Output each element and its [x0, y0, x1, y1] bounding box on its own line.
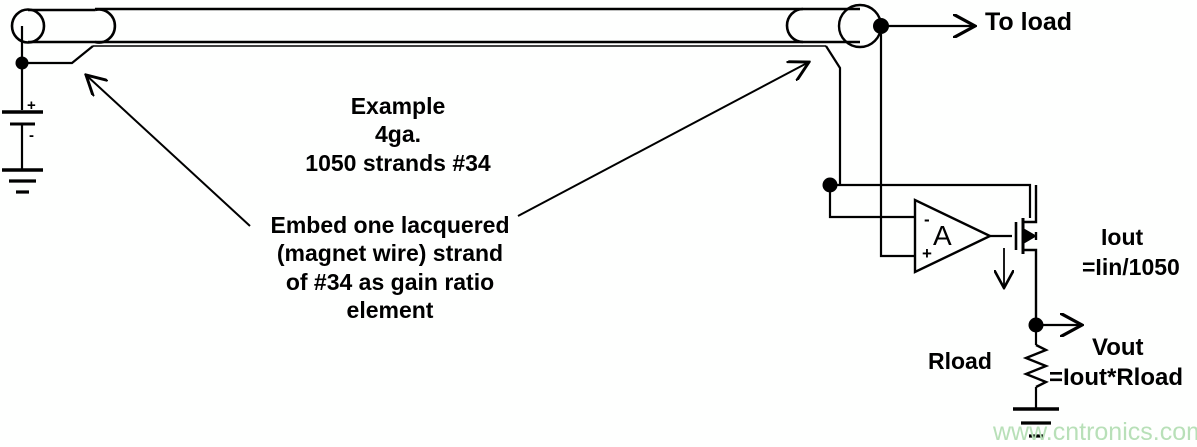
- callout-arrows: [86, 62, 809, 227]
- opamp-gain-label: A: [933, 220, 952, 251]
- iout-label-line2: =Iin/1050: [1082, 254, 1180, 280]
- mosfet-symbol: [1014, 185, 1038, 325]
- opamp-minus-label: -: [924, 210, 930, 229]
- junction-dot-strand: [822, 177, 838, 193]
- battery-minus-label: -: [29, 127, 34, 144]
- junction-dot-vout: [1028, 317, 1044, 333]
- junction-dot-source: [15, 56, 29, 70]
- rload-label: Rload: [928, 348, 992, 374]
- sense-strand-wire: [22, 45, 842, 185]
- rload-branch: [1013, 317, 1082, 438]
- note-label-line4: element: [346, 297, 434, 323]
- vout-label-line1: Vout: [1092, 334, 1144, 361]
- note-label-line3: of #34 as gain ratio: [285, 269, 495, 295]
- cable-right-end-cylinder: [785, 3, 883, 49]
- to-load-label: To load: [985, 8, 1073, 36]
- arrow-to-strand-right: [517, 62, 809, 217]
- watermark-label: www.cntronics.com: [993, 418, 1197, 446]
- opamp-plus-label: +: [922, 244, 932, 263]
- note-label-line2: (magnet wire) strand: [276, 240, 504, 266]
- junction-dot-to-load: [873, 18, 889, 34]
- cable-body: [95, 7, 803, 44]
- example-label-line1: Example: [350, 93, 446, 119]
- battery-plus-label: +: [27, 97, 36, 114]
- iout-label-line1: Iout: [1101, 224, 1144, 250]
- source-branch: [2, 26, 43, 194]
- example-label-line2: 4ga.: [374, 121, 422, 147]
- to-load-branch: [873, 18, 975, 258]
- note-label-line1: Embed one lacquered: [270, 212, 510, 238]
- vout-label-line2: =Iout*Rload: [1049, 364, 1184, 391]
- opamp-symbol: [913, 198, 1012, 274]
- example-label-line3: 1050 strands #34: [305, 150, 491, 176]
- cable-left-end-cylinder: [10, 8, 117, 44]
- strand-to-opamp-wiring: [822, 177, 1032, 219]
- arrow-to-strand-left: [86, 75, 251, 227]
